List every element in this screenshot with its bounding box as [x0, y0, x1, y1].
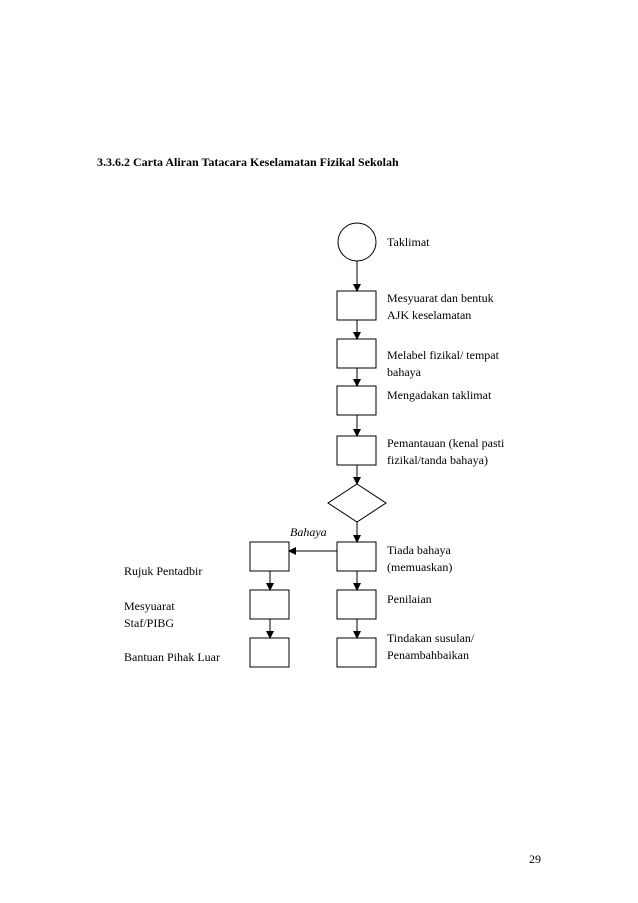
step-label-penilaian: Penilaian: [387, 592, 432, 606]
step-box-melabel: [336, 338, 377, 369]
step-label-mesyuarat-staf: Mesyuarat Staf/PIBG: [124, 599, 175, 630]
step-box-mengadakan-taklimat: [336, 385, 377, 416]
branch-label-bahaya: Bahaya: [290, 525, 327, 539]
step-box-tindakan-susulan: [336, 637, 377, 668]
step-label-pemantauan: Pemantauan (kenal pasti fizikal/tanda ba…: [387, 436, 505, 467]
step-label-tindakan-susulan: Tindakan susulan/ Penambahbaikan: [387, 631, 475, 662]
page-number: 29: [529, 852, 541, 866]
start-terminator: [337, 222, 377, 262]
step-box-penilaian: [336, 589, 377, 620]
step-box-mesyuarat-ajk: [336, 290, 377, 321]
step-label-mengadakan-taklimat: Mengadakan taklimat: [387, 388, 492, 402]
step-label-tiada-bahaya: Tiada bahaya (memuaskan): [387, 543, 453, 574]
step-box-pemantauan: [336, 435, 377, 466]
step-box-tiada-bahaya: [336, 541, 377, 572]
step-label-rujuk-pentadbir: Rujuk Pentadbir: [124, 564, 203, 578]
step-box-bantuan-pihak-luar: [249, 637, 290, 668]
decision-diamond: [327, 483, 387, 523]
step-label-bantuan-pihak-luar: Bantuan Pihak Luar: [124, 650, 220, 664]
section-title: 3.3.6.2 Carta Aliran Tatacara Keselamata…: [97, 155, 399, 169]
start-label: Taklimat: [387, 235, 430, 249]
step-label-mesyuarat-ajk: Mesyuarat dan bentuk AJK keselamatan: [387, 291, 494, 322]
step-label-melabel: Melabel fizikal/ tempat bahaya: [387, 348, 499, 379]
step-box-rujuk-pentadbir: [249, 541, 290, 572]
step-box-mesyuarat-staf: [249, 589, 290, 620]
